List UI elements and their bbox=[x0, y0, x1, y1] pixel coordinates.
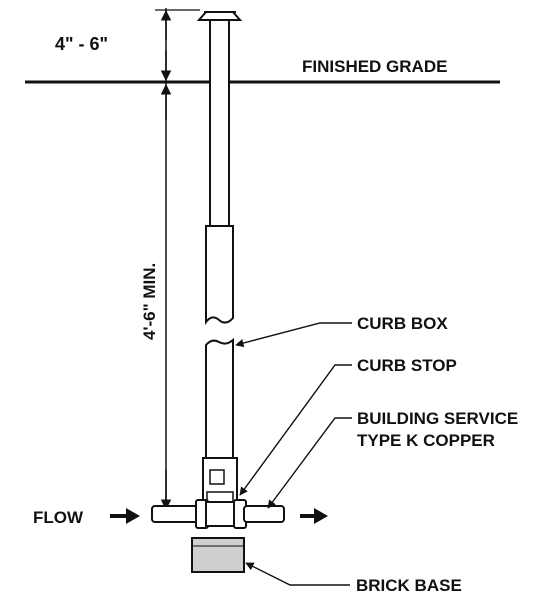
curb-box-label: CURB BOX bbox=[357, 314, 448, 333]
flow-arrow-left-icon bbox=[110, 508, 140, 524]
curb-box-cap-icon bbox=[196, 11, 243, 21]
brick-base-label: BRICK BASE bbox=[356, 576, 462, 595]
leader-building-service bbox=[267, 417, 352, 509]
dimension-depth-label: 4'-6" MIN. bbox=[140, 263, 159, 340]
flow-label: FLOW bbox=[33, 508, 84, 527]
brick-base bbox=[191, 537, 245, 573]
leader-brick-base bbox=[245, 562, 350, 586]
service-pipe-left bbox=[151, 505, 199, 523]
curb-box-middle-section bbox=[205, 225, 234, 325]
service-pipe-center bbox=[205, 501, 237, 527]
service-pipe-right bbox=[243, 505, 285, 523]
dimension-top-label: 4" - 6" bbox=[55, 34, 108, 54]
flow-arrow-right-icon bbox=[300, 508, 328, 524]
curb-box-upper-riser bbox=[209, 19, 230, 227]
leader-curb-box bbox=[235, 322, 352, 348]
curb-stop-label: CURB STOP bbox=[357, 356, 457, 375]
building-service-label-line2: TYPE K COPPER bbox=[357, 431, 495, 450]
finished-grade-label: FINISHED GRADE bbox=[302, 57, 447, 76]
curb-stop-valve-stem bbox=[209, 469, 225, 485]
leader-curb-stop bbox=[239, 364, 352, 496]
curb-box-lower-section bbox=[205, 337, 234, 461]
building-service-label-line1: BUILDING SERVICE bbox=[357, 409, 518, 428]
